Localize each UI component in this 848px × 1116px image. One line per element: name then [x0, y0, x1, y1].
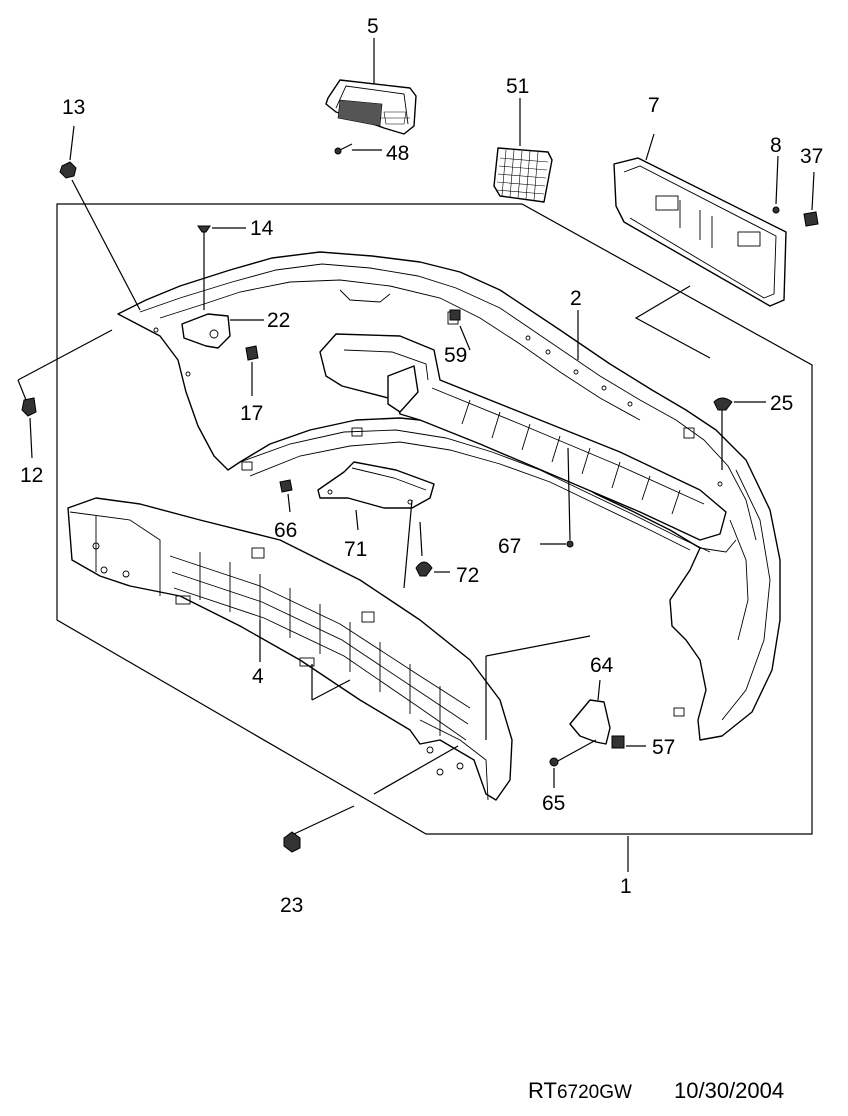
part-37-clip	[803, 171, 819, 227]
part-5-cover	[325, 79, 417, 135]
part-2-bumper-fascia	[117, 251, 781, 741]
drawing-code-prefix: RT	[528, 1078, 557, 1103]
part-25-pin	[713, 397, 766, 470]
label-part-72: 72	[456, 564, 479, 587]
label-part-5: 5	[367, 15, 379, 38]
center-bracket	[319, 333, 727, 541]
part-64-flap	[569, 679, 611, 745]
label-part-17: 17	[240, 402, 263, 425]
part-51-grille	[493, 98, 553, 203]
part-48-screw	[334, 143, 382, 155]
part-8-screw	[772, 155, 780, 214]
label-part-13: 13	[62, 96, 85, 119]
label-part-1: 1	[620, 875, 632, 898]
part-17-clip	[245, 345, 259, 396]
part-22-bracket	[181, 313, 264, 349]
leader-7-to-bumper	[634, 285, 711, 359]
part-65-screw	[549, 739, 597, 788]
part-7-plate-bracket	[613, 133, 787, 307]
part-14-screw	[197, 225, 246, 310]
label-part-7: 7	[648, 94, 660, 117]
part-4-absorber	[67, 497, 513, 801]
label-part-48: 48	[386, 142, 409, 165]
leader-absorber-3	[485, 635, 591, 657]
label-part-64: 64	[590, 654, 614, 677]
label-part-8: 8	[770, 134, 782, 157]
leader-absorber-1	[403, 499, 413, 589]
drawing-date: 10/30/2004	[674, 1078, 784, 1103]
label-part-14: 14	[250, 217, 274, 240]
label-part-12: 12	[20, 464, 43, 487]
label-part-25: 25	[770, 392, 793, 415]
part-67-screw	[540, 447, 574, 548]
assembly-outline	[56, 203, 813, 835]
label-part-23: 23	[280, 894, 303, 917]
part-59-clip	[449, 309, 471, 351]
label-part-37: 37	[800, 145, 823, 168]
part-71-bracket	[317, 461, 435, 531]
label-part-51: 51	[506, 75, 529, 98]
part-66-clip	[279, 479, 293, 513]
leader-absorber-4	[373, 745, 459, 795]
label-part-2: 2	[570, 287, 582, 310]
label-part-59: 59	[444, 344, 467, 367]
part-23-nut	[283, 805, 355, 853]
label-part-67: 67	[498, 535, 521, 558]
part-72-pin	[415, 521, 450, 577]
label-part-57: 57	[652, 736, 675, 759]
part-13-nut	[59, 125, 141, 311]
label-part-4: 4	[252, 665, 264, 688]
drawing-code: RT6720GW	[528, 1078, 632, 1103]
label-part-22: 22	[267, 309, 290, 332]
part-57-clip	[611, 735, 646, 749]
label-part-66: 66	[274, 519, 297, 542]
part-12-screw	[17, 329, 113, 459]
label-part-71: 71	[344, 538, 367, 561]
label-part-65: 65	[542, 792, 565, 815]
drawing-code-number: 6720GW	[557, 1082, 632, 1103]
